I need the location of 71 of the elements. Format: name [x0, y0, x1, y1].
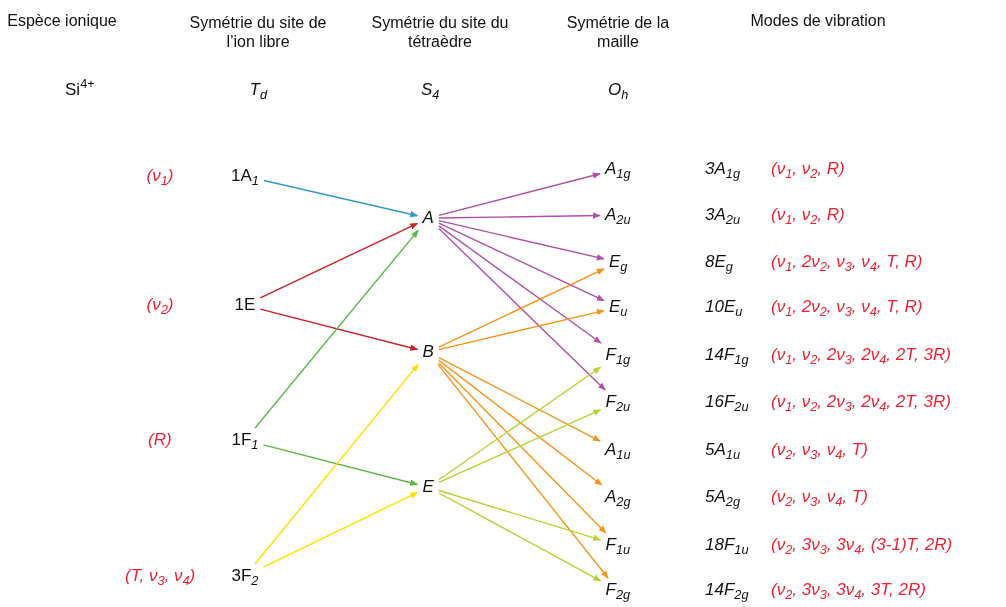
mode-count: 14F$_{1g}$ [705, 345, 749, 366]
symmetry-symbol: Si$^{4+}$ [65, 80, 95, 101]
mode-list: (ν$_{2}$, ν$_{3}$, ν$_{4}$, T) [771, 487, 868, 508]
symmetry-symbol: O$_{h}$ [608, 80, 629, 101]
arrow [438, 227, 606, 391]
arrow [438, 225, 602, 344]
arrow [438, 219, 605, 261]
lattice-species-label: A$_{1u}$ [605, 440, 631, 461]
arrow [262, 444, 419, 486]
lattice-species-label: A$_{1g}$ [605, 159, 631, 180]
column-header: Symétrie de la maille [565, 13, 671, 52]
arrow [259, 222, 419, 299]
site-species-label: A [422, 208, 434, 229]
mode-count: 8E$_{g}$ [705, 252, 733, 273]
vibration-mode-label: (ν$_{1}$) [146, 166, 174, 187]
mode-count: 3A$_{2u}$ [705, 205, 740, 226]
column-header: Symétrie du site de l’ion libre [188, 13, 328, 52]
vibration-mode-label: (T, ν$_{3}$, ν$_{4}$) [125, 566, 196, 587]
column-header: Modes de vibration [749, 10, 887, 30]
free-ion-species-label: 1A$_{1}$ [231, 166, 259, 187]
site-species-label: E [422, 477, 434, 498]
mode-list: (ν$_{1}$, ν$_{2}$, 2ν$_{3}$, 2ν$_{4}$, 2T, 3R) [771, 345, 951, 366]
mode-list: (ν$_{1}$, 2ν$_{2}$, ν$_{3}$, ν$_{4}$, T, R) [771, 252, 923, 273]
arrow [438, 492, 602, 582]
arrow [438, 212, 601, 219]
free-ion-species-label: 1F$_{1}$ [231, 430, 259, 451]
arrow [254, 363, 419, 565]
mode-list: (ν$_{1}$, ν$_{2}$, 2ν$_{3}$, 2ν$_{4}$, 2T, 3R) [771, 392, 951, 413]
mode-count: 10E$_{u}$ [705, 297, 743, 318]
mode-count: 14F$_{2g}$ [705, 580, 749, 601]
arrow [263, 179, 419, 218]
mode-count: 3A$_{1g}$ [705, 159, 740, 180]
mode-list: (ν$_{1}$, ν$_{2}$, R) [771, 205, 845, 226]
lattice-species-label: A$_{2g}$ [605, 487, 631, 508]
symmetry-symbol: T$_{d}$ [249, 80, 267, 101]
mode-list: (ν$_{2}$, ν$_{3}$, ν$_{4}$, T) [771, 440, 868, 461]
mode-list: (ν$_{2}$, 3ν$_{3}$, 3ν$_{4}$, 3T, 2R) [771, 580, 926, 601]
arrow [438, 172, 601, 217]
mode-count: 5A$_{2g}$ [705, 487, 740, 508]
free-ion-species-label: 1E [234, 295, 256, 316]
arrow [438, 409, 602, 484]
arrow [438, 357, 601, 442]
lattice-species-label: A$_{2u}$ [605, 205, 631, 226]
arrow [254, 229, 419, 429]
mode-list: (ν$_{1}$, ν$_{2}$, R) [771, 159, 845, 180]
mode-count: 5A$_{1u}$ [705, 440, 740, 461]
mode-count: 16F$_{2u}$ [705, 392, 749, 413]
arrow [259, 308, 419, 351]
symmetry-symbol: S$_{4}$ [421, 80, 440, 101]
vibration-mode-label: (R) [148, 430, 172, 451]
site-species-label: B [422, 342, 434, 363]
mode-list: (ν$_{2}$, 3ν$_{3}$, 3ν$_{4}$, (3-1)T, 2R) [771, 535, 953, 556]
arrow [437, 363, 609, 579]
column-header: Espèce ionique [6, 10, 118, 30]
lattice-species-label: E$_{u}$ [609, 297, 628, 318]
lattice-species-label: F$_{1g}$ [605, 345, 631, 366]
column-header: Symétrie du site du tétraèdre [370, 13, 510, 52]
mode-count: 18F$_{1u}$ [705, 535, 749, 556]
lattice-species-label: F$_{1u}$ [605, 535, 631, 556]
lattice-species-label: E$_{g}$ [609, 252, 628, 273]
lattice-species-label: F$_{2g}$ [605, 580, 631, 601]
arrow [438, 268, 605, 348]
arrow [438, 222, 605, 302]
vibration-mode-label: (ν$_{2}$) [146, 295, 174, 316]
arrow [438, 362, 607, 534]
mode-list: (ν$_{1}$, 2ν$_{2}$, ν$_{3}$, ν$_{4}$, T, R) [771, 297, 923, 318]
lattice-species-label: F$_{2u}$ [605, 392, 631, 413]
arrow [438, 309, 605, 351]
arrow [438, 489, 602, 541]
free-ion-species-label: 3F$_{2}$ [231, 566, 259, 587]
arrow [262, 491, 419, 568]
